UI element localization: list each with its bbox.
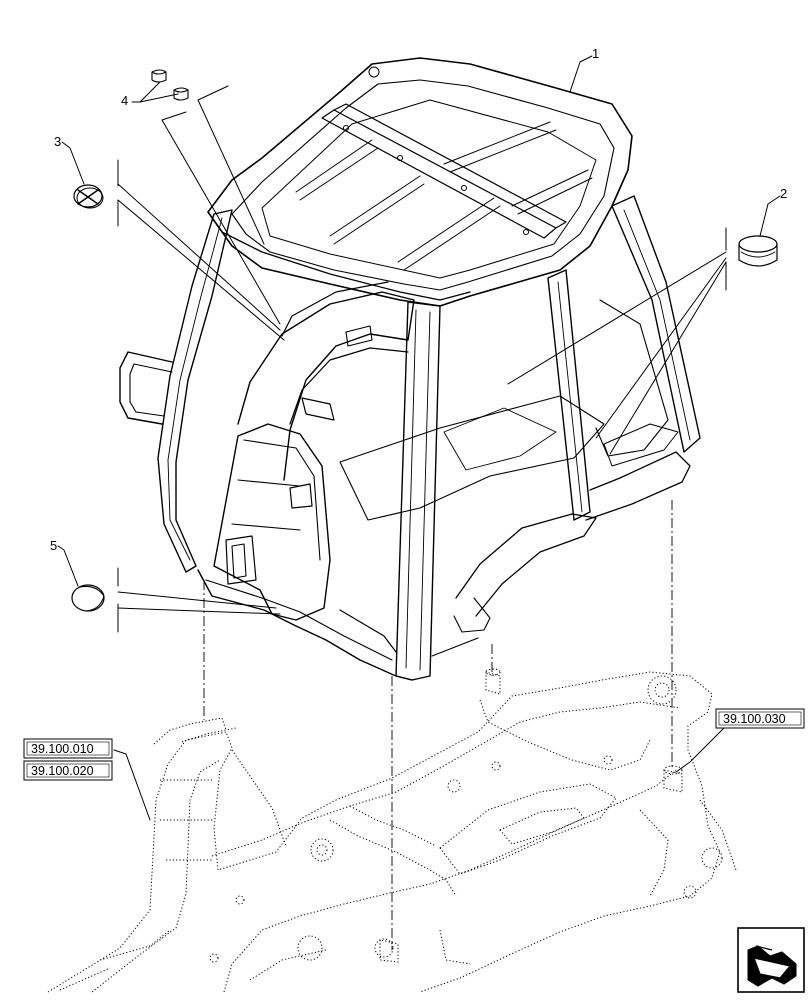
- part-3-grommet: [73, 184, 104, 209]
- callout-1: 1: [592, 46, 599, 61]
- reference-box-b[interactable]: 39.100.020: [23, 760, 113, 781]
- part-4-plugs: [151, 69, 189, 101]
- callout-labels: 1 2 3 4 5: [50, 46, 787, 553]
- reference-box-c[interactable]: 39.100.030: [715, 708, 805, 729]
- reference-label-b: 39.100.020: [31, 764, 94, 778]
- alignment-lines: [203, 500, 673, 950]
- callout-2: 2: [780, 186, 787, 201]
- reference-label-c: 39.100.030: [723, 712, 786, 726]
- part-5-cap: [71, 584, 105, 612]
- cab-assembly: [119, 57, 701, 681]
- navigation-arrow-icon[interactable]: [737, 927, 805, 993]
- callout-3: 3: [54, 134, 61, 149]
- part-2-cap: [738, 235, 778, 267]
- reference-label-a: 39.100.010: [31, 742, 94, 756]
- chassis-frame: [47, 668, 737, 993]
- callout-5: 5: [50, 538, 57, 553]
- reference-box-a[interactable]: 39.100.010: [23, 738, 113, 759]
- leader-lines: [57, 55, 781, 821]
- callout-4: 4: [121, 93, 128, 108]
